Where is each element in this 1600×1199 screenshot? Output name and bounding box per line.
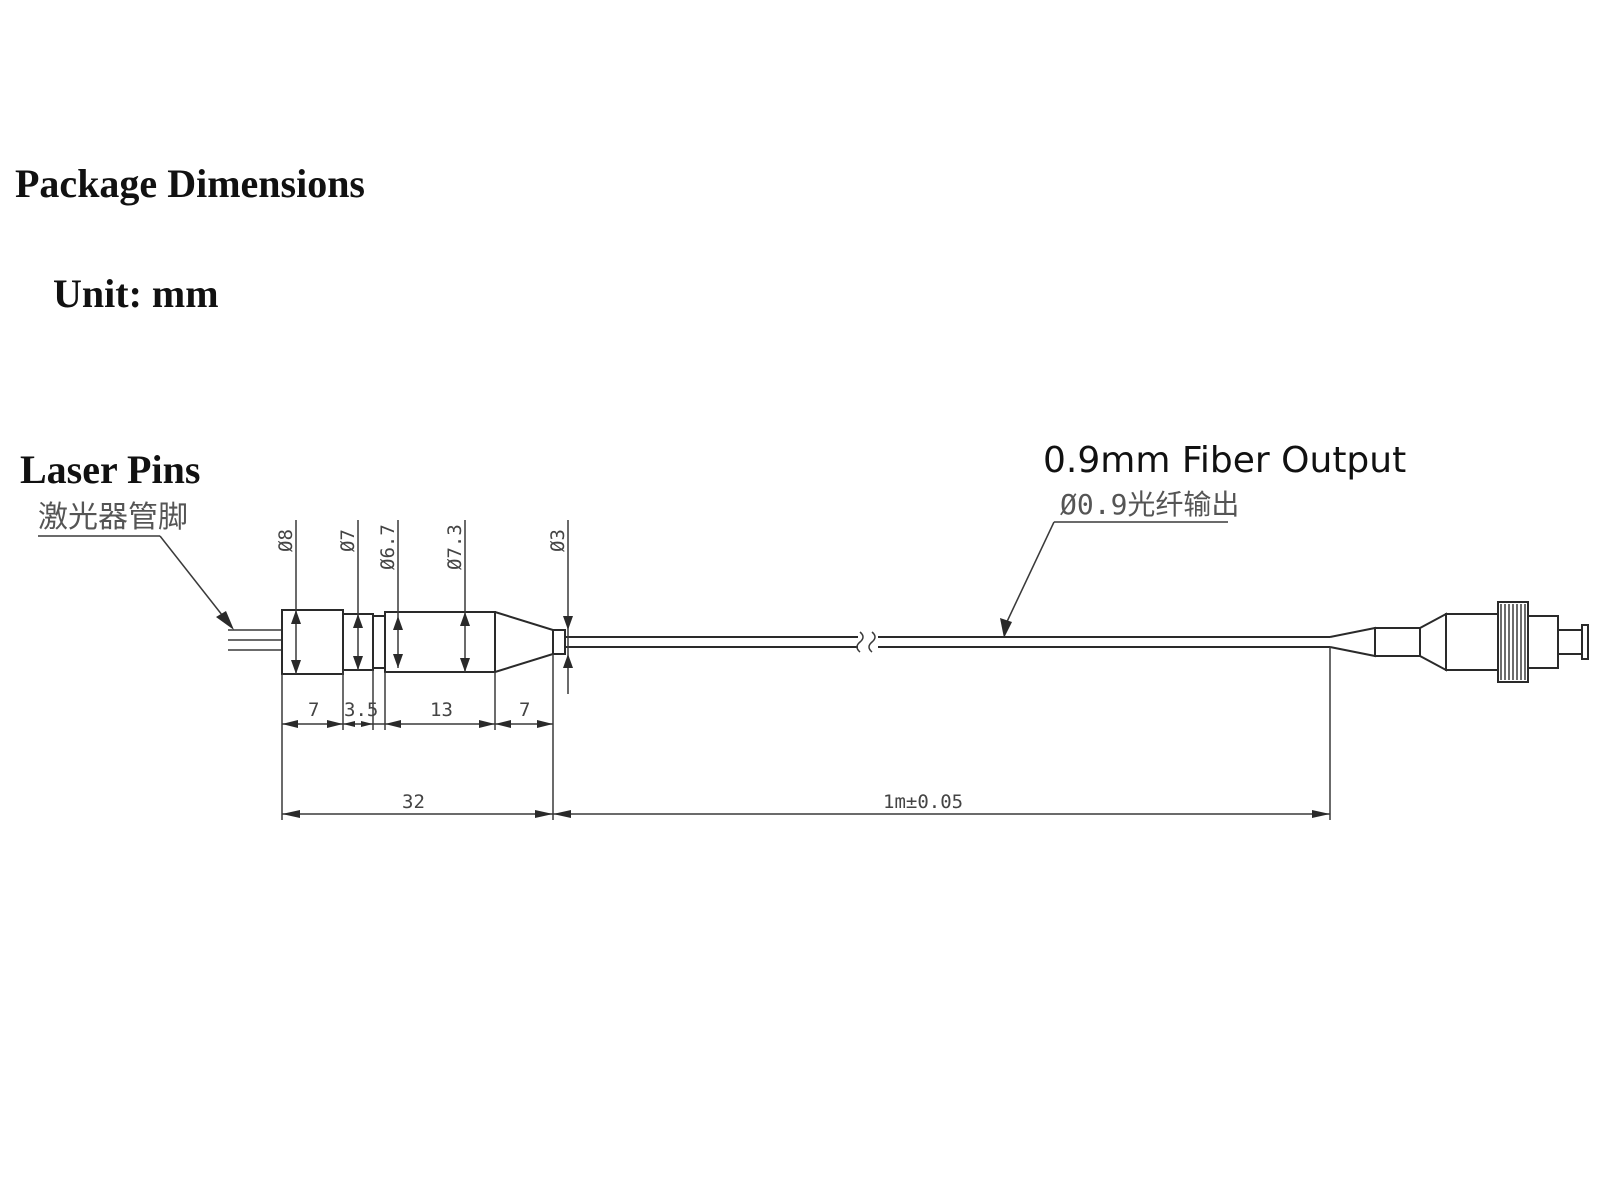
fiber-output-arrowhead	[1000, 618, 1012, 638]
laser-pins-cn-label: 激光器管脚	[38, 500, 188, 535]
unit-label: Unit: mm	[53, 271, 219, 316]
diameter-label-3: Ø3	[547, 529, 569, 552]
laser-pins	[228, 629, 282, 651]
diameter-label-7: Ø7	[337, 529, 359, 552]
segment-dimensions	[282, 720, 553, 728]
extension-lines	[281, 647, 1331, 820]
page-title: Package Dimensions	[15, 161, 365, 206]
diameter-dimensions	[291, 520, 573, 694]
length-label-fiber: 1m±0.05	[883, 791, 963, 813]
laser-body	[281, 609, 566, 675]
fc-connector	[1329, 601, 1589, 683]
laser-pins-leader	[159, 535, 227, 621]
fiber-output-cn-label: Ø0.9光纤输出	[1060, 488, 1239, 521]
fiber-output-label: 0.9mm Fiber Output	[1043, 440, 1407, 481]
length-label-seg4: 7	[519, 699, 530, 721]
length-label-body-total: 32	[402, 791, 425, 813]
laser-pins-label: Laser Pins	[20, 447, 201, 492]
diameter-label-7-3: Ø7.3	[444, 524, 466, 570]
overall-dimensions	[282, 810, 1330, 818]
length-label-seg1: 7	[308, 699, 319, 721]
diameter-label-8: Ø8	[275, 529, 297, 552]
laser-pins-arrowhead	[216, 611, 234, 630]
fiber-output-leader	[1003, 521, 1055, 629]
length-label-seg3: 13	[430, 699, 453, 721]
fiber-cable	[565, 631, 1330, 653]
length-label-seg2: 3.5	[344, 699, 378, 721]
diameter-label-6-7: Ø6.7	[377, 524, 399, 570]
